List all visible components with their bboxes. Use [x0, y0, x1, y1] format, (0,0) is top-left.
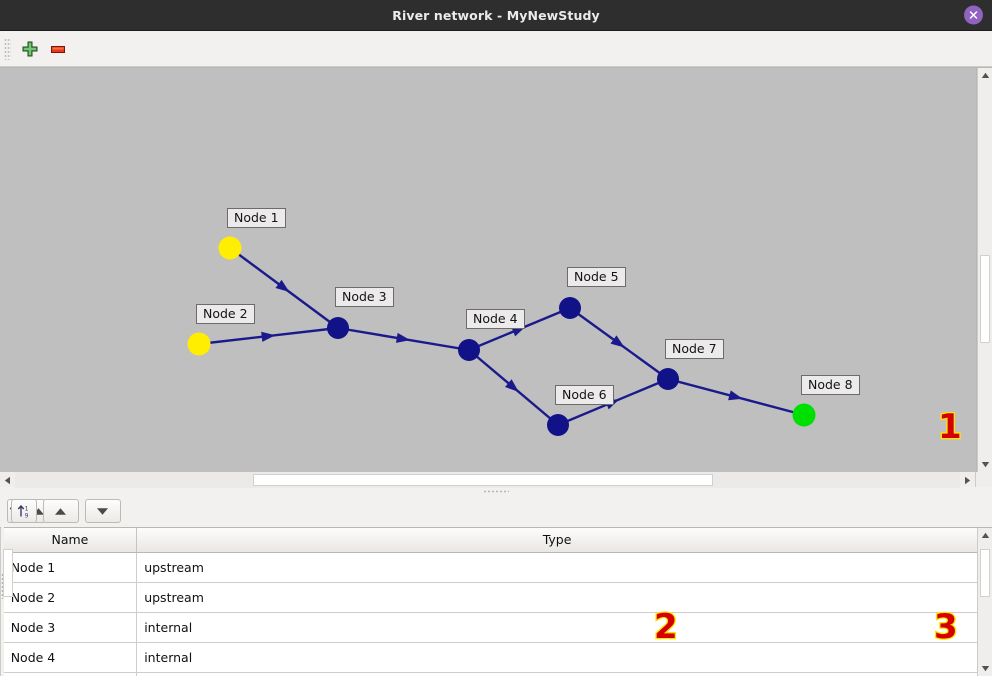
- add-node-button[interactable]: [16, 36, 44, 62]
- node-label-node-5[interactable]: Node 5: [567, 267, 626, 288]
- node-label-node-6[interactable]: Node 6: [555, 385, 614, 406]
- table-row-partial: [3, 672, 977, 676]
- window-titlebar: River network - MyNewStudy: [0, 0, 992, 31]
- up-triangle-icon: [55, 507, 67, 515]
- edge-arrow-icon: [610, 335, 625, 348]
- node-label-node-7[interactable]: Node 7: [665, 339, 724, 360]
- sort-icon: 1 9: [17, 505, 28, 519]
- graph-node-node-5[interactable]: [559, 297, 581, 319]
- table-cell[interactable]: Node 3: [3, 612, 138, 643]
- graph-node-node-1[interactable]: [218, 236, 242, 260]
- table-cell[interactable]: internal: [136, 642, 977, 673]
- reaches-vscroll-track[interactable]: [1, 543, 15, 661]
- table-cell-empty: [136, 672, 977, 676]
- scroll-up-arrow-icon[interactable]: [978, 68, 992, 83]
- nodes-move-up-button[interactable]: [42, 499, 79, 523]
- nodes-vscroll-thumb[interactable]: [979, 549, 990, 597]
- delete-node-button[interactable]: [44, 36, 72, 62]
- svg-text:9: 9: [24, 512, 28, 519]
- green-plus-icon: [22, 41, 38, 56]
- toolbar-drag-handle[interactable]: [4, 37, 11, 60]
- graph-hscroll-track[interactable]: [15, 472, 960, 488]
- node-label-node-4[interactable]: Node 4: [466, 309, 525, 330]
- graph-node-node-2[interactable]: [187, 332, 211, 356]
- graph-vscroll-track[interactable]: [978, 83, 992, 457]
- edge-layer: [198, 247, 805, 427]
- close-icon[interactable]: [964, 5, 983, 25]
- edge-arrow-icon: [275, 279, 290, 293]
- table-cell[interactable]: Node 1: [3, 552, 138, 583]
- scroll-down-arrow-icon[interactable]: [978, 457, 992, 472]
- nodes-vertical-scrollbar[interactable]: [976, 528, 992, 676]
- vertical-splitter[interactable]: [0, 495, 4, 676]
- nodes-sort-button[interactable]: 1 9: [10, 499, 37, 523]
- network-diagram-canvas[interactable]: Node 1 Node 2 Node 3 Node 4 Node 5 Node 6 Node…: [0, 68, 977, 472]
- table-cell[interactable]: Node 2: [3, 582, 138, 613]
- edge-arrow-icon: [395, 332, 411, 343]
- edge-arrow-icon: [728, 390, 743, 401]
- table-cell[interactable]: upstream: [136, 582, 977, 613]
- node-label-node-8[interactable]: Node 8: [801, 375, 860, 396]
- reaches-vscroll-thumb[interactable]: [3, 549, 13, 597]
- table-cell[interactable]: Node 4: [3, 642, 138, 673]
- graph-panel[interactable]: Node 1 Node 2 Node 3 Node 4 Node 5 Node 6 Node…: [0, 67, 992, 472]
- edge-arrow-icon: [261, 331, 276, 342]
- column-header-type[interactable]: Type: [136, 528, 977, 553]
- scroll-right-arrow-icon[interactable]: [960, 472, 975, 488]
- graph-node-node-7[interactable]: [657, 368, 679, 390]
- node-layer: [187, 236, 816, 436]
- down-triangle-icon: [97, 507, 109, 515]
- horizontal-splitter[interactable]: [0, 487, 992, 495]
- graph-node-node-8[interactable]: [792, 403, 816, 427]
- node-label-node-2[interactable]: Node 2: [196, 304, 255, 325]
- splitter-grip: [483, 489, 509, 493]
- table-cell-empty: [3, 672, 138, 676]
- page-title: River network - MyNewStudy: [392, 7, 600, 23]
- nodes-scroll-down-arrow-icon[interactable]: [977, 661, 992, 676]
- network-graph-svg: [187, 236, 816, 436]
- svg-text:1: 1: [24, 505, 28, 512]
- scrollbar-corner: [975, 472, 992, 488]
- nodes-table-toolbar: 1 9: [4, 495, 992, 527]
- main-toolbar: [0, 31, 992, 67]
- graph-node-node-6[interactable]: [547, 414, 569, 436]
- nodes-move-down-button[interactable]: [84, 499, 121, 523]
- node-label-node-1[interactable]: Node 1: [227, 208, 286, 229]
- reaches-vertical-scrollbar[interactable]: [0, 528, 16, 676]
- graph-vertical-scrollbar[interactable]: [977, 68, 992, 472]
- red-minus-icon: [51, 45, 65, 53]
- graph-node-node-3[interactable]: [327, 317, 349, 339]
- table-cell[interactable]: upstream: [136, 552, 977, 583]
- column-header-name[interactable]: Name: [3, 528, 138, 553]
- graph-node-node-4[interactable]: [458, 339, 480, 361]
- nodes-scroll-up-arrow-icon[interactable]: [977, 528, 992, 543]
- scroll-left-arrow-icon[interactable]: [0, 472, 15, 488]
- node-label-node-3[interactable]: Node 3: [335, 287, 394, 308]
- graph-vscroll-thumb[interactable]: [980, 255, 990, 343]
- vsplitter-grip: [0, 572, 4, 599]
- nodes-vscroll-track[interactable]: [978, 543, 992, 661]
- graph-horizontal-scrollbar[interactable]: [0, 471, 992, 488]
- table-cell[interactable]: internal: [136, 612, 977, 643]
- graph-hscroll-thumb[interactable]: [253, 474, 713, 486]
- edge-arrow-icon: [505, 379, 519, 392]
